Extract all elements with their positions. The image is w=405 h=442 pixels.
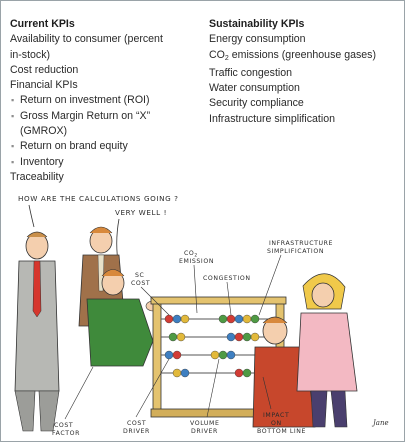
label-cost: COST — [131, 280, 150, 287]
woman-pink-sweater-figure — [296, 273, 358, 428]
label-sc: SC — [135, 272, 144, 279]
kpi-item: Water consumption — [209, 82, 300, 95]
sustainability-kpis-heading: Sustainability KPIs — [209, 18, 305, 30]
label-congestion: CONGESTION — [203, 275, 251, 282]
man-grey-suit-figure — [14, 231, 60, 432]
speech-question: HOW ARE THE CALCULATIONS GOING ? — [18, 194, 179, 203]
kpi-item: Financial KPIs — [10, 79, 78, 92]
label-infrastructure: INFRASTRUCTURE — [269, 240, 333, 247]
emissions-label: emissions (greenhouse gases) — [228, 48, 377, 61]
kpi-item: Cost reduction — [10, 63, 79, 76]
label-cost-factor-1: COST — [54, 422, 73, 429]
kpi-subitem: ▪ Return on investment (ROI) — [10, 93, 202, 108]
kpi-subitem-label: Gross Margin Return on “X” — [20, 109, 151, 122]
label-cost-driver-1: COST — [127, 420, 146, 427]
kpi-subitem-label: Return on brand equity — [20, 140, 128, 153]
kpi-item: Security compliance — [209, 97, 304, 110]
kpi-subitem: ▪ Inventory — [10, 155, 202, 170]
label-impact-2: ON — [271, 420, 282, 427]
current-kpis-list: Current KPIs Availability to consumer (p… — [10, 17, 202, 185]
bullet-icon: ▪ — [11, 141, 15, 152]
kpi-subitem-label: Inventory — [20, 155, 64, 168]
label-simplification: SIMPLIFICATION — [267, 248, 324, 255]
kpi-item: Infrastructure simplification — [209, 112, 335, 125]
kpi-subitem: ▪ Return on brand equity — [10, 139, 202, 154]
label-impact-1: IMPACT — [263, 412, 289, 419]
kpi-item: Energy consumption — [209, 33, 306, 46]
kpi-subitem-continuation: (GMROX) — [10, 124, 202, 139]
artist-signature: Jane — [371, 419, 389, 427]
label-impact-3: BOTTOM LINE — [257, 428, 306, 435]
current-kpis-heading: Current KPIs — [10, 18, 75, 30]
kpi-subitem-label: Return on investment (ROI) — [20, 94, 150, 107]
kpi-item: Traffic congestion — [209, 66, 293, 79]
abacus-cartoon-illustration: HOW ARE THE CALCULATIONS GOING ? VERY WE… — [14, 194, 389, 437]
sustainability-kpis-list: Sustainability KPIs Energy consumption C… — [209, 17, 399, 127]
label-volume-driver-2: DRIVER — [191, 428, 218, 435]
speech-answer: VERY WELL ! — [115, 208, 167, 217]
kpi-subitem-label: (GMROX) — [20, 125, 68, 138]
label-cost-driver-2: DRIVER — [123, 428, 150, 435]
co2-subscript: 2 — [224, 54, 229, 62]
kpi-item: Availability to consumer (percent — [10, 33, 163, 46]
speech-pointer — [28, 204, 35, 228]
kpi-item: Traceability — [10, 170, 64, 183]
label-emission: EMISSION — [179, 258, 214, 265]
co2-label: CO — [209, 48, 225, 61]
bullet-icon: ▪ — [11, 110, 15, 121]
kpi-item: in-stock) — [10, 48, 51, 61]
kpi-subitem: ▪ Gross Margin Return on “X” — [10, 109, 202, 124]
kpi-item: CO2 emissions (greenhouse gases) — [209, 48, 399, 66]
label-co2: CO2 — [184, 250, 198, 259]
bullet-icon: ▪ — [11, 95, 15, 106]
label-cost-factor-2: FACTOR — [52, 430, 80, 437]
bullet-icon: ▪ — [11, 156, 15, 167]
label-volume-driver-1: VOLUME — [190, 420, 220, 427]
